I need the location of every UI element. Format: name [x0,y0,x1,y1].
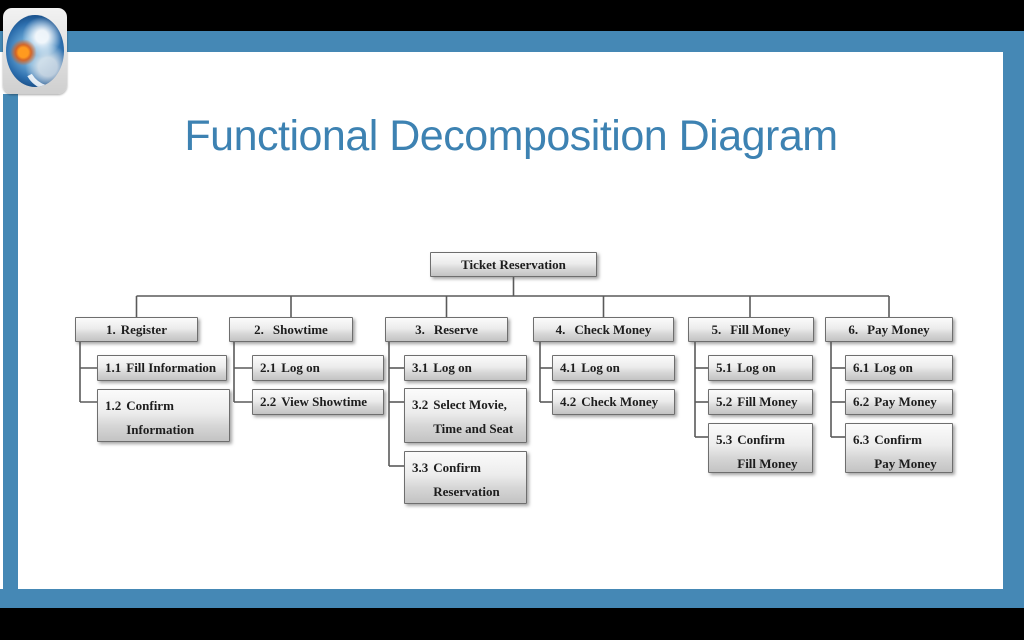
node-number: 3.2 [412,397,429,412]
node-number: 6. [848,321,859,337]
node-6-1-log-on: 6.1 Log on [845,355,953,381]
node-4-2-check-money: 4.2 Check Money [552,389,675,415]
page-title: Functional Decomposition Diagram [184,112,838,160]
node-number: 4.2 [560,394,577,409]
node-5-3-confirm-fill-money: 5.3 Confirm Fill Money [708,423,813,473]
node-label: View Showtime [281,394,368,409]
node-number: 4.1 [560,360,577,375]
node-number: 6.2 [853,394,870,409]
node-label: Log on [281,360,320,375]
node-label: Confirm Information [126,398,195,437]
node-label: Log on [737,360,776,375]
node-number: 6.1 [853,360,870,375]
node-label: Log on [433,360,472,375]
node-number: 3. [415,321,425,337]
node-label: Fill Money [737,394,798,409]
bottom-blue-bar [0,589,1024,608]
node-5-1-log-on: 5.1 Log on [708,355,813,381]
node-label: Log on [874,360,913,375]
node-number: 2.2 [260,394,277,409]
node-3-3-confirm-reservation: 3.3 Confirm Reservation [404,451,527,504]
node-2-2-view-showtime: 2.2 View Showtime [252,389,384,415]
node-number: 4. [555,321,566,337]
node-number: 3.3 [412,460,429,475]
node-number: 5.1 [716,360,733,375]
node-label: Ticket Reservation [461,256,566,272]
node-2-1-log-on: 2.1 Log on [252,355,384,381]
node-number: 1. [106,321,116,337]
node-5-fill-money: 5. Fill Money [688,317,814,342]
node-1-2-confirm-information: 1.2 Confirm Information [97,389,230,442]
node-number: 5.3 [716,432,733,447]
node-label: Pay Money [867,321,930,337]
node-number: 1.1 [105,360,122,375]
node-3-1-log-on: 3.1 Log on [404,355,527,381]
node-6-pay-money: 6. Pay Money [825,317,953,342]
node-number: 2.1 [260,360,277,375]
node-ticket-reservation: Ticket Reservation [430,252,597,277]
node-2-showtime: 2. Showtime [229,317,353,342]
node-4-check-money: 4. Check Money [533,317,674,342]
bottom-black-bar [0,608,1024,640]
node-number: 3.1 [412,360,429,375]
node-number: 5. [711,321,722,337]
node-1-1-fill-information: 1.1 Fill Information [97,355,227,381]
node-3-reserve: 3. Reserve [385,317,508,342]
node-label: Check Money [574,321,652,337]
node-label: Confirm Fill Money [737,432,798,471]
node-label: Reserve [433,321,478,337]
node-number: 5.2 [716,394,733,409]
node-label: Select Movie, Time and Seat [433,397,514,436]
top-blue-bar [0,31,1024,52]
top-black-bar [0,0,1024,31]
node-3-2-select-movie-time-seat: 3.2 Select Movie, Time and Seat [404,388,527,443]
node-label: Fill Information [126,360,217,375]
node-number: 6.3 [853,432,870,447]
node-label: Confirm Reservation [433,460,500,499]
node-label: Check Money [581,394,659,409]
node-label: Fill Money [730,321,791,337]
node-label: Register [120,321,167,337]
node-number: 2. [254,321,264,337]
node-number: 1.2 [105,398,122,413]
node-label: Pay Money [874,394,937,409]
node-5-2-fill-money: 5.2 Fill Money [708,389,813,415]
node-label: Confirm Pay Money [874,432,937,471]
node-6-3-confirm-pay-money: 6.3 Confirm Pay Money [845,423,953,473]
node-label: Showtime [272,321,328,337]
node-4-1-log-on: 4.1 Log on [552,355,675,381]
node-6-2-pay-money: 6.2 Pay Money [845,389,953,415]
college-logo [3,8,67,94]
node-label: Log on [581,360,620,375]
left-blue-border [3,94,18,589]
globe-icon [6,15,64,87]
right-blue-border [1003,31,1024,589]
node-1-register: 1. Register [75,317,198,342]
